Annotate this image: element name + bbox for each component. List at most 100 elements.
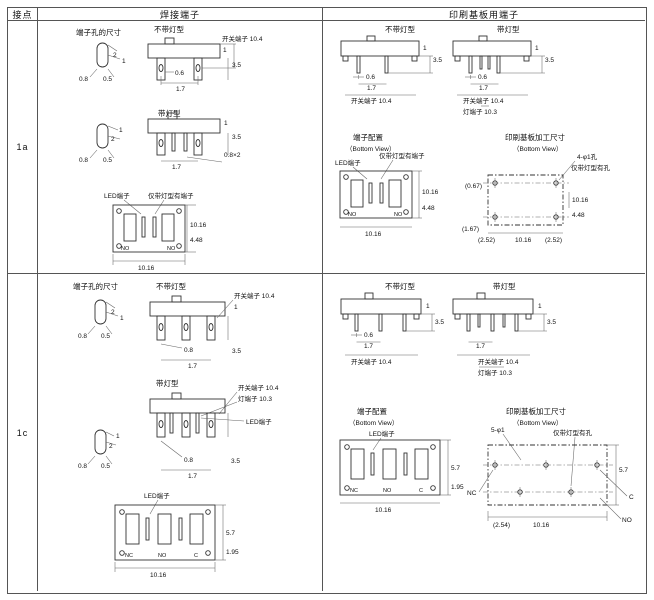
dim-3-5: 3.5	[231, 458, 240, 465]
fig-title: 端子配置	[353, 132, 383, 142]
dim-0-8: 0.8	[78, 463, 87, 470]
dim-0-6: 0.6	[364, 332, 373, 339]
dim-10-16: 10.16	[572, 197, 589, 204]
fig-subtitle-bottom-view: （Bottom View）	[346, 145, 395, 153]
callout-lamp-terminal: 灯端子 10.3	[478, 368, 512, 377]
figure-pcb-machining-1c: 印刷基板加工尺寸 （Bottom View） 5-φ1 仅带灯型有孔	[467, 406, 634, 529]
callout-led-terminal: LED端子	[246, 417, 272, 426]
dim-10-16: 10.16	[138, 265, 155, 272]
terminal-label-c: C	[419, 488, 423, 494]
dim-1: 1	[120, 315, 124, 322]
figure-terminal-hole-dims-1a: 端子孔的尺寸 2 1 0.8 0.5	[76, 27, 126, 83]
terminal-label-no: NO	[348, 212, 357, 218]
cell-1c-solder: 端子孔的尺寸 2 1 0.8 0.5 不带灯型	[38, 274, 323, 591]
fig-title: 端子孔的尺寸	[76, 27, 121, 37]
dim-3-5: 3.5	[232, 134, 241, 141]
figure-bottom-view-1a-solder: LED端子 仅带灯型有端子 NO NO	[104, 191, 207, 272]
dim-5-7: 5.7	[226, 530, 235, 537]
cell-1c-pcb: 不带灯型 1 3.5 0.6 1.	[323, 274, 645, 591]
callout-lamp-only-hole: 仅带灯型有孔	[571, 163, 611, 172]
dim-0-8x2: 0.8×2	[224, 152, 241, 159]
figure-solder-no-lamp-1c: 不带灯型 开关端子 10.4 1 0.8 3.5	[149, 281, 275, 370]
row-label-1c: 1c	[8, 274, 38, 591]
dim-1-7: 1.7	[176, 86, 185, 93]
dim-2-52: (2.52)	[478, 237, 495, 244]
dim-1: 1	[223, 47, 227, 54]
drawing-1a-solder: 端子孔的尺寸 2 1 0.8 0.5 不带灯型	[76, 24, 263, 272]
dim-5-7: 5.7	[451, 465, 460, 472]
callout-lamp-terminal: 灯端子 10.3	[463, 107, 497, 116]
terminal-label-nc: NC	[125, 553, 133, 559]
dim-10-16: 10.16	[533, 522, 550, 529]
header-solder-label: 焊接端子	[159, 9, 200, 20]
dim-0-5: 0.5	[101, 333, 110, 340]
row-1c-text: 1c	[16, 427, 29, 438]
fig-title: 带灯型	[497, 24, 520, 34]
terminal-label-no: NO	[622, 517, 632, 524]
dim-0-5: 0.5	[103, 157, 112, 164]
terminal-label-no: NO	[394, 212, 403, 218]
dim-1-7: 1.7	[367, 85, 376, 92]
dim-0-8: 0.8	[78, 333, 87, 340]
callout-led-terminal: LED端子	[104, 191, 130, 200]
dim-2: 2	[113, 52, 117, 59]
dim-3-5: 3.5	[232, 348, 241, 355]
dim-1: 1	[122, 58, 126, 65]
dim-0-6: 0.6	[366, 74, 375, 81]
cell-1a-solder: 端子孔的尺寸 2 1 0.8 0.5 不带灯型	[38, 21, 323, 274]
dim-1-95: 1.95	[226, 549, 239, 556]
figure-terminal-layout-1c: 端子配置 （Bottom View） LED端子 NC NO	[339, 406, 464, 514]
figure-terminal-layout-1a: 端子配置 （Bottom View） LED端子 仅带灯型有端子 NO	[335, 132, 439, 238]
dim-4-48: 4.48	[572, 212, 585, 219]
dim-5-7: 5.7	[619, 467, 628, 474]
fig-title: 印刷基板加工尺寸	[505, 132, 565, 142]
terminal-label-no: NO	[158, 553, 167, 559]
header-pcb-terminal: 印刷基板用端子	[323, 8, 645, 21]
fig-subtitle-bottom-view: （Bottom View）	[513, 145, 562, 153]
terminal-label-no: NO	[167, 246, 176, 252]
dim-1-67: (1.67)	[462, 226, 479, 233]
dim-0-8: 0.8	[79, 76, 88, 83]
figure-solder-no-lamp-1a: 不带灯型 开关端子 10.4 1 3.5 0.6	[147, 24, 263, 93]
dim-10-16: 10.16	[150, 572, 167, 579]
dim-3-5: 3.5	[547, 319, 556, 326]
dim-0-6: 0.6	[478, 74, 487, 81]
figure-pcb-no-lamp-1c: 不带灯型 1 3.5 0.6 1.	[340, 281, 444, 366]
terminal-label-no: NO	[383, 488, 392, 494]
fig-title: 印刷基板加工尺寸	[506, 406, 566, 416]
figure-pcb-lamp-1c: 带灯型 1 3.5 1.7	[452, 281, 556, 377]
callout-switch-terminal: 开关端子 10.4	[222, 34, 263, 43]
dim-0-6: 0.6	[175, 70, 184, 77]
terminal-label-c: C	[194, 553, 198, 559]
terminal-label-c: C	[629, 494, 634, 501]
dim-1-7: 1.7	[476, 343, 485, 350]
dim-1: 1	[535, 45, 539, 52]
fig-title: 带灯型	[156, 378, 179, 388]
fig-title: 不带灯型	[385, 24, 415, 34]
fig-title: 不带灯型	[385, 281, 415, 291]
dim-0-67: (0.67)	[465, 183, 482, 190]
row-1a-text: 1a	[16, 142, 29, 152]
callout-lamp-terminal: 灯端子 10.3	[238, 394, 272, 403]
dim-1-7: 1.7	[364, 343, 373, 350]
figure-bottom-view-1c-solder: LED端子 NC NO C	[114, 491, 239, 579]
terminal-label-nc: NC	[467, 490, 477, 497]
callout-switch-terminal: 开关端子 10.4	[234, 291, 275, 300]
dim-1-95: 1.95	[451, 484, 464, 491]
callout-led-terminal: LED端子	[144, 491, 170, 500]
drawing-1c-solder: 端子孔的尺寸 2 1 0.8 0.5 不带灯型	[73, 281, 279, 579]
fig-title: 不带灯型	[156, 281, 186, 291]
dim-10-16: 10.16	[422, 189, 439, 196]
figure-terminal-hole-dims-1c: 端子孔的尺寸 2 1 0.8 0.5	[73, 281, 124, 340]
fig-subtitle-bottom-view: （Bottom View）	[513, 419, 562, 427]
callout-lamp-only-hole: 仅带灯型有孔	[553, 428, 593, 437]
callout-5-holes: 5-φ1	[491, 427, 505, 434]
callout-switch-terminal: 开关端子 10.4	[478, 357, 519, 366]
figure-solder-lamp-1c: 带灯型 开关端子 10.4 灯端子 10.3 LED端子	[78, 378, 279, 480]
callout-lamp-only-terminal: 仅带灯型有端子	[379, 151, 425, 160]
dim-2: 2	[109, 443, 113, 450]
dim-0-8: 0.8	[79, 157, 88, 164]
fig-title: 端子孔的尺寸	[73, 281, 118, 291]
fig-subtitle-bottom-view: （Bottom View）	[349, 419, 398, 427]
dim-3-5: 3.5	[545, 57, 554, 64]
